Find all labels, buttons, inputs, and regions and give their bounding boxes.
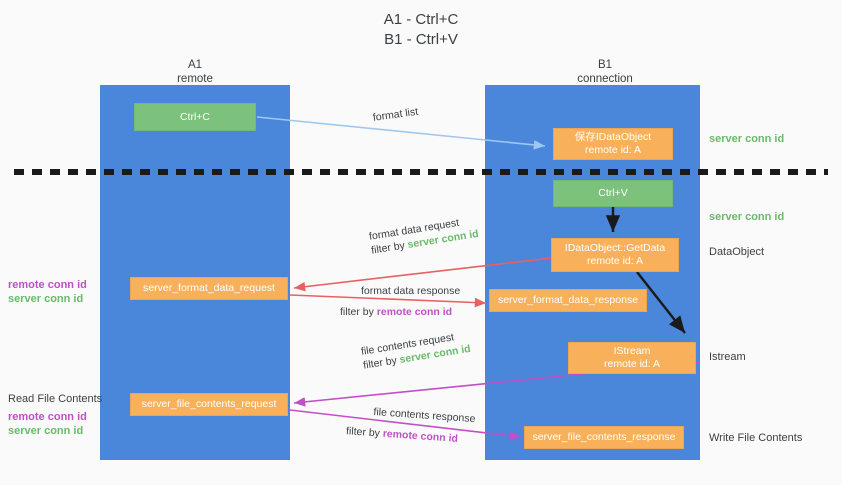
- right-label-istream: Istream: [709, 351, 746, 363]
- box-save-idataobject-id: remote id: A: [584, 144, 642, 156]
- tag-remote-conn-id-1: remote conn id: [376, 306, 453, 318]
- right-label-write-file-contents: Write File Contents: [709, 432, 803, 444]
- left-label-conn-ids-1: remote conn id server conn id: [8, 278, 87, 306]
- box-getdata-title: IDataObject::GetData: [564, 242, 666, 254]
- left-label-conn-ids-2: remote conn id server conn id: [8, 410, 87, 438]
- box-istream-id: remote id: A: [603, 358, 661, 370]
- box-getdata-id: remote id: A: [586, 255, 644, 267]
- box-server-file-contents-response-label: server_file_contents_response: [532, 431, 676, 443]
- tag-remote-conn-id-2: remote conn id: [382, 427, 459, 445]
- edge-label-format-data-response-line2: filter by remote conn id: [340, 305, 460, 319]
- box-idataobject-getdata[interactable]: IDataObject::GetData remote id: A: [551, 238, 679, 272]
- column-a1-name: A1: [187, 59, 203, 71]
- box-ctrl-v-label: Ctrl+V: [598, 187, 628, 199]
- edge-label-format-list: format list: [372, 105, 419, 124]
- box-server-file-contents-request[interactable]: server_file_contents_request: [130, 393, 288, 416]
- box-server-format-data-response-label: server_format_data_response: [497, 294, 639, 306]
- box-ctrl-v[interactable]: Ctrl+V: [553, 180, 673, 207]
- title-line-1: A1 - Ctrl+C: [383, 11, 459, 28]
- box-server-format-data-request-label: server_format_data_request: [143, 282, 275, 294]
- box-server-format-data-request[interactable]: server_format_data_request: [130, 277, 288, 300]
- edge-label-file-contents-response-line1: file contents response: [373, 405, 476, 426]
- left-remote-conn-id-1: remote conn id: [8, 279, 87, 291]
- column-b1-sub: connection: [577, 73, 633, 85]
- column-header-a1: A1 remote: [130, 58, 260, 86]
- right-label-dataobject: DataObject: [709, 246, 765, 258]
- left-server-conn-id-2: server conn id: [8, 425, 84, 437]
- box-ctrl-c-label: Ctrl+C: [179, 110, 211, 123]
- box-server-file-contents-response[interactable]: server_file_contents_response: [524, 426, 684, 449]
- right-label-server-conn-id-top: server conn id: [709, 133, 785, 145]
- box-ctrl-c[interactable]: Ctrl+C: [134, 103, 256, 131]
- left-server-conn-id-1: server conn id: [8, 293, 84, 305]
- left-remote-conn-id-2: remote conn id: [8, 411, 87, 423]
- edge-label-file-contents-response: file contents response filter by remote …: [346, 405, 476, 447]
- title-line-2: B1 - Ctrl+V: [384, 31, 458, 48]
- filter-prefix-4: filter by: [345, 425, 384, 440]
- right-label-server-conn-id-mid: server conn id: [709, 211, 785, 223]
- box-server-format-data-response[interactable]: server_format_data_response: [489, 289, 647, 312]
- page-title: A1 - Ctrl+C B1 - Ctrl+V: [0, 10, 842, 50]
- edge-label-file-contents-request: file contents request filter by server c…: [360, 328, 472, 373]
- box-istream[interactable]: IStream remote id: A: [568, 342, 696, 374]
- left-label-read-file-contents: Read File Contents: [8, 393, 103, 405]
- column-header-b1: B1 connection: [540, 58, 670, 86]
- edge-label-format-data-response: format data response filter by remote co…: [340, 284, 461, 319]
- box-save-idataobject-title: 保存IDataObject: [574, 131, 652, 143]
- column-b1-name: B1: [597, 59, 613, 71]
- edge-label-file-contents-response-line2: filter by remote conn id: [346, 424, 475, 447]
- box-istream-title: IStream: [613, 345, 651, 357]
- edge-label-format-data-response-line1: format data response: [361, 285, 461, 297]
- filter-prefix-2: filter by: [340, 306, 377, 318]
- edge-label-format-data-request: format data request filter by server con…: [368, 213, 480, 258]
- box-server-file-contents-request-label: server_file_contents_request: [141, 398, 277, 410]
- column-a1-sub: remote: [177, 73, 213, 85]
- box-save-idataobject[interactable]: 保存IDataObject remote id: A: [553, 128, 673, 160]
